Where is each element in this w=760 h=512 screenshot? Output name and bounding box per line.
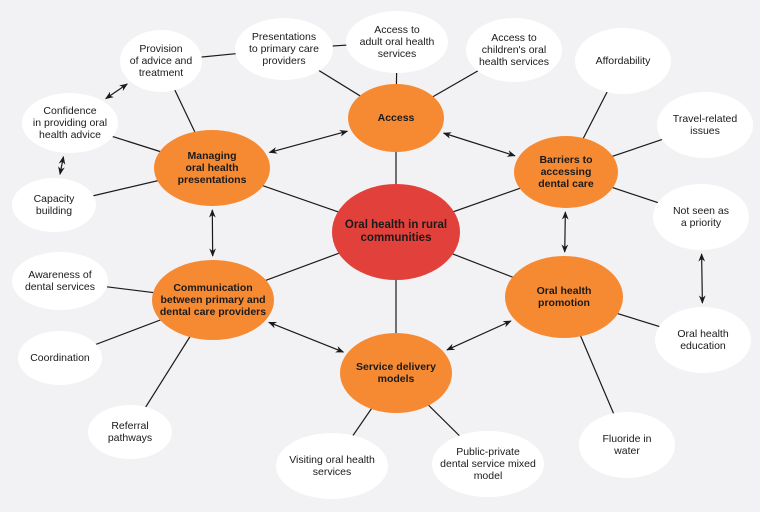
- node-service-delivery: Service delivery models: [340, 333, 452, 413]
- node-label: Oral health in rural communities: [344, 219, 448, 244]
- bidirectional-arrow-confidence-provision: [105, 83, 128, 100]
- node-label: Public-private dental service mixed mode…: [440, 446, 536, 482]
- node-label: Capacity building: [33, 193, 75, 217]
- node-coordination: Coordination: [18, 331, 102, 385]
- node-core-oral-health-rural: Oral health in rural communities: [332, 184, 460, 280]
- node-referral-pathways: Referral pathways: [88, 405, 172, 459]
- node-label: Referral pathways: [107, 420, 153, 444]
- node-label: Affordability: [595, 55, 651, 67]
- node-not-priority: Not seen as a priority: [653, 184, 749, 250]
- node-label: Oral health education: [677, 328, 729, 352]
- node-affordability: Affordability: [575, 28, 671, 94]
- node-label: Provision of advice and treatment: [129, 43, 193, 79]
- node-label: Not seen as a priority: [672, 205, 730, 229]
- node-barriers: Barriers to accessing dental care: [514, 136, 618, 208]
- node-adult-access: Access to adult oral health services: [346, 11, 448, 73]
- node-label: Barriers to accessing dental care: [538, 154, 594, 190]
- node-label: Service delivery models: [356, 361, 436, 385]
- node-public-private: Public-private dental service mixed mode…: [432, 431, 544, 497]
- node-oral-health-education: Oral health education: [655, 307, 751, 373]
- node-awareness: Awareness of dental services: [12, 252, 108, 310]
- bidirectional-arrow-promotion-service: [446, 320, 512, 351]
- node-label: Coordination: [30, 352, 90, 364]
- node-presentations-primary: Presentations to primary care providers: [235, 18, 333, 80]
- node-fluoride: Fluoride in water: [579, 412, 675, 478]
- node-communication: Communication between primary and dental…: [152, 260, 274, 340]
- bidirectional-arrow-barriers-promotion: [561, 211, 569, 253]
- node-label: Access to children's oral health service…: [478, 32, 550, 68]
- node-label: Visiting oral health services: [289, 454, 375, 478]
- node-managing-presentations: Managing oral health presentations: [154, 130, 270, 206]
- bidirectional-arrow-access-barriers: [442, 132, 516, 157]
- node-capacity-building: Capacity building: [12, 178, 96, 232]
- node-label: Access: [377, 112, 415, 124]
- bidirectional-arrow-service-communication: [268, 321, 345, 353]
- node-label: Travel-related issues: [672, 113, 738, 137]
- node-label: Communication between primary and dental…: [159, 282, 267, 318]
- node-children-access: Access to children's oral health service…: [466, 18, 562, 82]
- node-label: Managing oral health presentations: [177, 150, 247, 186]
- node-confidence: Confidence in providing oral health advi…: [22, 93, 118, 153]
- node-travel-issues: Travel-related issues: [657, 92, 753, 158]
- node-oral-health-promotion: Oral health promotion: [505, 256, 623, 338]
- node-visiting-services: Visiting oral health services: [276, 433, 388, 499]
- node-access: Access: [348, 84, 444, 152]
- node-label: Fluoride in water: [602, 433, 652, 457]
- node-label: Access to adult oral health services: [359, 24, 435, 60]
- bidirectional-arrow-not_priority-oh_education: [698, 253, 706, 304]
- bidirectional-arrow-managing-access: [268, 129, 349, 154]
- node-label: Awareness of dental services: [24, 269, 96, 293]
- node-label: Presentations to primary care providers: [248, 31, 320, 67]
- node-label: Confidence in providing oral health advi…: [32, 105, 108, 141]
- bidirectional-arrow-confidence-capacity: [58, 155, 66, 176]
- node-provision-advice: Provision of advice and treatment: [120, 30, 202, 92]
- node-label: Oral health promotion: [536, 285, 592, 309]
